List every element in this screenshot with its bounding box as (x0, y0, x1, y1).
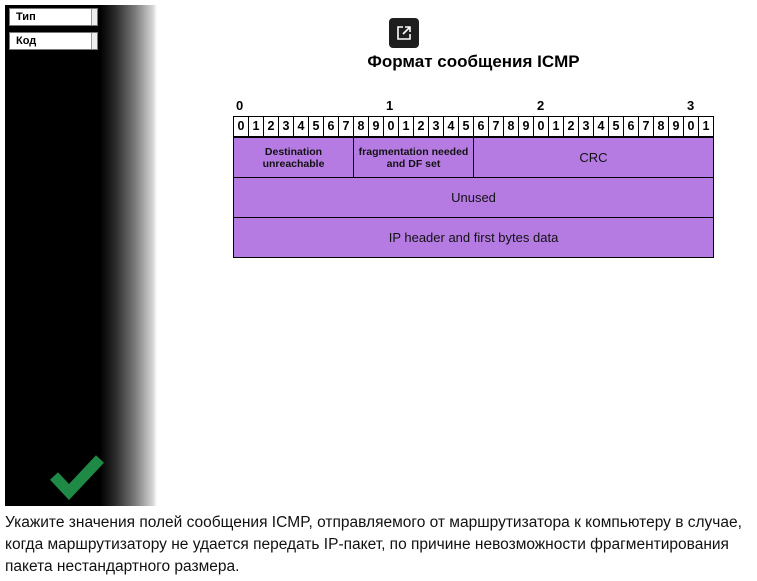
octet-label-1: 1 (386, 98, 394, 113)
answer-bank-panel: Тип Код (5, 5, 157, 506)
bit-cell: 7 (339, 117, 354, 136)
bit-cell: 2 (564, 117, 579, 136)
bit-cell: 0 (234, 117, 249, 136)
diagram-title: Формат сообщения ICMP (367, 52, 580, 71)
drag-item-code[interactable]: Код (9, 32, 98, 50)
bit-cell: 2 (264, 117, 279, 136)
bit-cell: 9 (669, 117, 684, 136)
field-unused: Unused (233, 177, 714, 218)
bit-cell: 4 (444, 117, 459, 136)
bit-cell: 6 (624, 117, 639, 136)
field-ip-header: IP header and first bytes data (233, 217, 714, 258)
drag-handle-icon[interactable] (91, 9, 97, 25)
field-type[interactable]: Destination unreachable (233, 137, 354, 178)
bit-cell: 5 (309, 117, 324, 136)
drag-item-type[interactable]: Тип (9, 8, 98, 26)
field-code[interactable]: fragmentation needed and DF set (353, 137, 474, 178)
popout-button[interactable] (389, 18, 419, 48)
bit-cell: 0 (534, 117, 549, 136)
bit-cell: 3 (429, 117, 444, 136)
field-crc: CRC (473, 137, 714, 178)
bit-cell: 3 (279, 117, 294, 136)
bit-cell: 3 (579, 117, 594, 136)
bit-cell: 1 (549, 117, 564, 136)
octet-label-3: 3 (687, 98, 695, 113)
bit-cell: 0 (384, 117, 399, 136)
bit-cell: 1 (249, 117, 264, 136)
bit-cell: 7 (639, 117, 654, 136)
external-link-icon (397, 26, 411, 40)
drag-item-type-label: Тип (16, 11, 36, 23)
bit-cell: 2 (414, 117, 429, 136)
bit-cell: 8 (504, 117, 519, 136)
octet-label-2: 2 (537, 98, 545, 113)
bit-cell: 9 (519, 117, 534, 136)
bit-cell: 1 (702, 119, 710, 133)
bit-cell: 5 (609, 117, 624, 136)
drag-handle-icon[interactable] (91, 33, 97, 49)
drag-item-code-label: Код (16, 35, 37, 47)
bit-cell: 6 (474, 117, 489, 136)
bit-cell: 1 (399, 117, 414, 136)
octet-label-0: 0 (236, 98, 244, 113)
bit-cell: 4 (294, 117, 309, 136)
checkmark-icon[interactable] (49, 452, 105, 500)
bit-cell: 7 (489, 117, 504, 136)
bit-cell: 6 (324, 117, 339, 136)
bit-cell: 8 (354, 117, 369, 136)
question-text: Укажите значения полей сообщения ICMP, о… (5, 514, 742, 575)
bit-cell: 9 (369, 117, 384, 136)
bit-cell: 0 (684, 117, 699, 136)
bit-cell: 5 (459, 117, 474, 136)
bit-cell: 4 (594, 117, 609, 136)
bit-cell: 8 (654, 117, 669, 136)
